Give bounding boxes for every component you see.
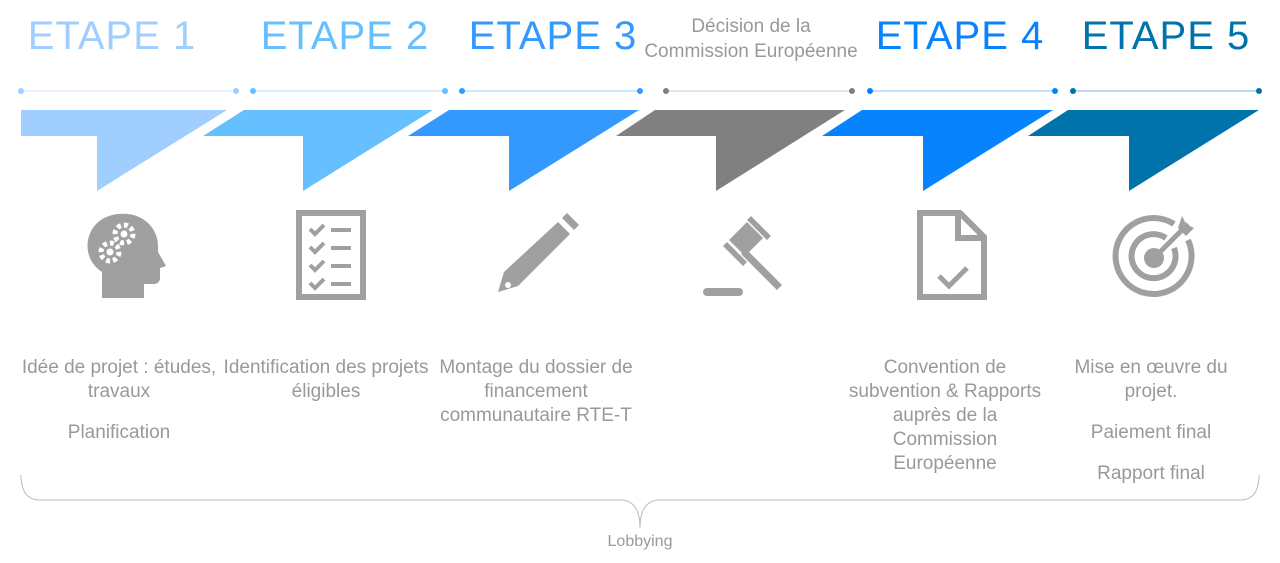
- step-5-line-1: Mise en œuvre du projet.: [1074, 357, 1228, 402]
- timeline-dot: [867, 88, 873, 94]
- timeline-dot: [663, 88, 669, 94]
- step-4-arrow-shape: [616, 110, 845, 191]
- step-3-line-1: Montage du dossier de financement commun…: [439, 357, 633, 426]
- step-4-description: Convention de subvention & Rapports aupr…: [840, 356, 1050, 493]
- step-3-description: Montage du dossier de financement commun…: [431, 356, 641, 445]
- step-1-description: Idée de projet : études, travaux Planifi…: [14, 356, 224, 462]
- step-3-title: ETAPE 3: [468, 14, 638, 58]
- step-5-title: ETAPE 5: [1081, 14, 1251, 58]
- step-2-arrow-shape: [203, 110, 433, 191]
- step-4-line-1: Convention de subvention & Rapports aupr…: [848, 357, 1042, 474]
- step-5-line-2: Paiement final: [1090, 422, 1212, 443]
- step-2-title: ETAPE 2: [260, 14, 430, 58]
- target-icon: [1112, 215, 1195, 298]
- timeline-dot: [1070, 88, 1076, 94]
- step-1-arrow-shape: [21, 110, 227, 191]
- gavel-icon: [703, 216, 782, 296]
- lobbying-brace: [20, 474, 1260, 529]
- timeline-dot: [18, 88, 24, 94]
- step-5-description: Mise en œuvre du projet. Paiement final …: [1046, 356, 1256, 503]
- timeline-dot: [233, 88, 239, 94]
- timeline-dot: [1052, 88, 1058, 94]
- step-1-title: ETAPE 1: [27, 14, 197, 58]
- step-1-line-1: Idée de projet : études, travaux: [21, 357, 217, 402]
- checklist-icon: [296, 210, 366, 300]
- timeline-dot: [250, 88, 256, 94]
- decision-title: Décision de la Commission Européenne: [644, 16, 858, 62]
- timeline-dot: [459, 88, 465, 94]
- step-5-arrow-shape: [822, 110, 1053, 191]
- step-3-arrow-shape: [408, 110, 639, 191]
- timeline-dot: [849, 88, 855, 94]
- pencil-icon: [498, 213, 579, 292]
- timeline-dot: [442, 88, 448, 94]
- lobbying-label: Lobbying: [607, 533, 673, 550]
- step-6-arrow-shape: [1028, 110, 1259, 191]
- step-1-line-2: Planification: [67, 422, 171, 443]
- timeline-dot: [637, 88, 643, 94]
- timeline-dot: [1256, 88, 1262, 94]
- step-2-line-1: Identification des projets éligibles: [223, 357, 429, 402]
- step-2-description: Identification des projets éligibles: [221, 356, 431, 421]
- head-gears-icon: [87, 213, 166, 298]
- step-5-line-3: Rapport final: [1097, 463, 1205, 484]
- document-check-icon: [917, 210, 987, 300]
- step-4-title: ETAPE 4: [875, 14, 1045, 58]
